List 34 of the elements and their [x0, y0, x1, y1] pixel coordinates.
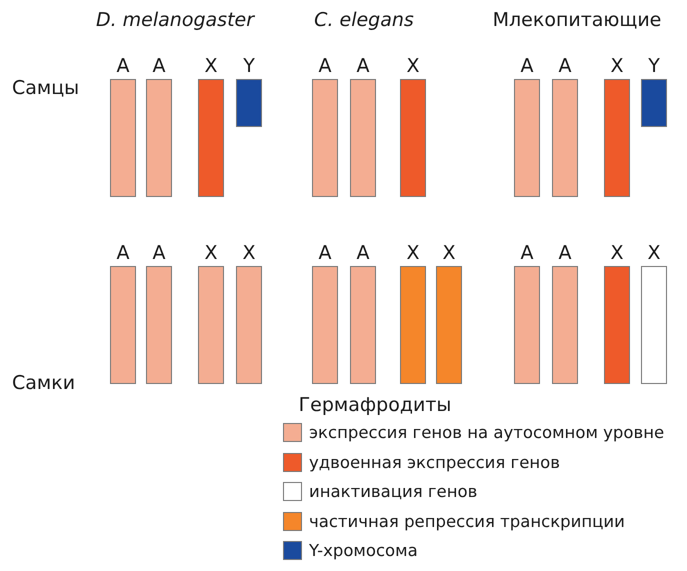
chromosome-label: X	[441, 242, 457, 264]
chromosome-label: A	[318, 55, 332, 77]
chromosome-label: X	[241, 242, 257, 264]
chromosome-label: A	[356, 242, 370, 264]
chromosome-label: Y	[242, 55, 256, 77]
chromosome-label: X	[203, 242, 219, 264]
legend-text: экспрессия генов на аутосомном уровне	[309, 422, 664, 443]
species-title: Млекопитающие	[492, 9, 662, 31]
chromosome-label: A	[116, 55, 130, 77]
chromosome-label: A	[558, 242, 572, 264]
legend-text: Y-хромосома	[309, 540, 418, 561]
legend-text: частичная репрессия транскрипции	[309, 510, 625, 532]
chromosome-label: A	[152, 242, 166, 264]
chromosome-label: A	[558, 55, 572, 77]
chromosome-label: X	[203, 55, 219, 77]
chromosome-label: X	[646, 242, 662, 264]
chromosome-label: X	[405, 55, 421, 77]
species-title: D. melanogaster	[96, 9, 254, 31]
species-title: C. elegans	[314, 9, 414, 31]
chromosome-label: A	[152, 55, 166, 77]
legend-text: удвоенная экспрессия генов	[309, 452, 560, 472]
row-label: Гермафродиты	[298, 394, 452, 416]
chromosome-label: A	[356, 55, 370, 77]
chromosome-label: X	[405, 242, 421, 264]
chromosome-label: Y	[647, 55, 661, 77]
row-label: Самки	[12, 372, 76, 394]
legend-text: инактивация генов	[309, 481, 478, 502]
chromosome-label: X	[609, 242, 625, 264]
chromosome-label: X	[609, 55, 625, 77]
chromosome-label: A	[116, 242, 130, 264]
chromosome-label: A	[520, 242, 534, 264]
chromosome-label: A	[520, 55, 534, 77]
chromosome-label: A	[318, 242, 332, 264]
row-label: Самцы	[12, 77, 80, 99]
